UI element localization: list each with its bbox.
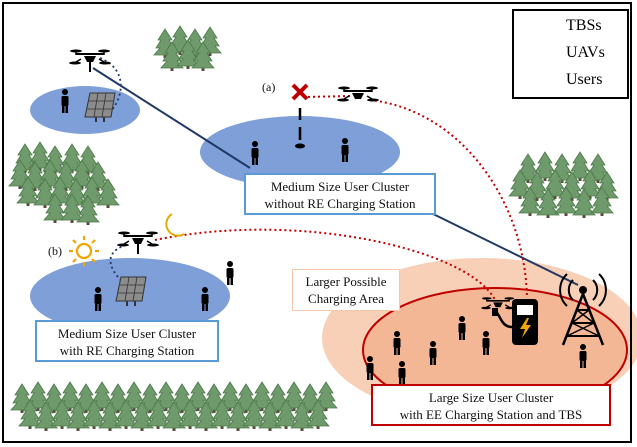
cluster-label-without-re: Medium Size User Cluster without RE Char… [244, 173, 436, 215]
cluster-label-line: Medium Size User Cluster [57, 326, 197, 341]
tbs-tower-icon [559, 273, 607, 346]
charging-area-line: Larger Possible [305, 274, 387, 289]
cluster-label-line: Medium Size User Cluster [270, 179, 410, 194]
cluster-label-line: with RE Charging Station [59, 343, 195, 358]
legend: TBSs UAVs Users [512, 9, 629, 99]
ee-charging-station-icon [492, 299, 538, 345]
uav-panel-link-b [109, 244, 131, 289]
moon-icon [165, 213, 185, 237]
legend-row-users: Users [514, 69, 627, 95]
legend-row-tbs: TBSs [514, 15, 627, 41]
tag-b: (b) [48, 244, 62, 258]
backhaul-link [92, 67, 251, 169]
legend-uavs-label: UAVs [566, 44, 605, 61]
cluster-label-with-re: Medium Size User Cluster with RE Chargin… [35, 320, 219, 362]
tag-a: (a) [262, 80, 276, 94]
backhaul-link-tbs [424, 209, 579, 286]
charging-area-label: Larger Possible Charging Area [292, 269, 400, 311]
cluster-label-line: with EE Charging Station and TBS [399, 407, 583, 422]
figure-border [2, 2, 632, 443]
uav-b-to-ee-station [154, 228, 496, 301]
cluster-label-line: Large Size User Cluster [428, 390, 554, 405]
cluster-label-large: Large Size User Cluster with EE Charging… [371, 384, 611, 426]
cluster-label-line: without RE Charging Station [264, 196, 416, 211]
uav-panel-link-top [99, 57, 122, 113]
legend-users-label: Users [566, 71, 603, 88]
legend-tbs-label: TBSs [566, 17, 602, 34]
charging-area-line: Charging Area [308, 291, 384, 306]
unavailable-cross-icon [291, 83, 309, 101]
legend-row-uavs: UAVs [514, 42, 627, 68]
without-re-cluster [200, 116, 400, 188]
sun-icon [69, 236, 99, 266]
